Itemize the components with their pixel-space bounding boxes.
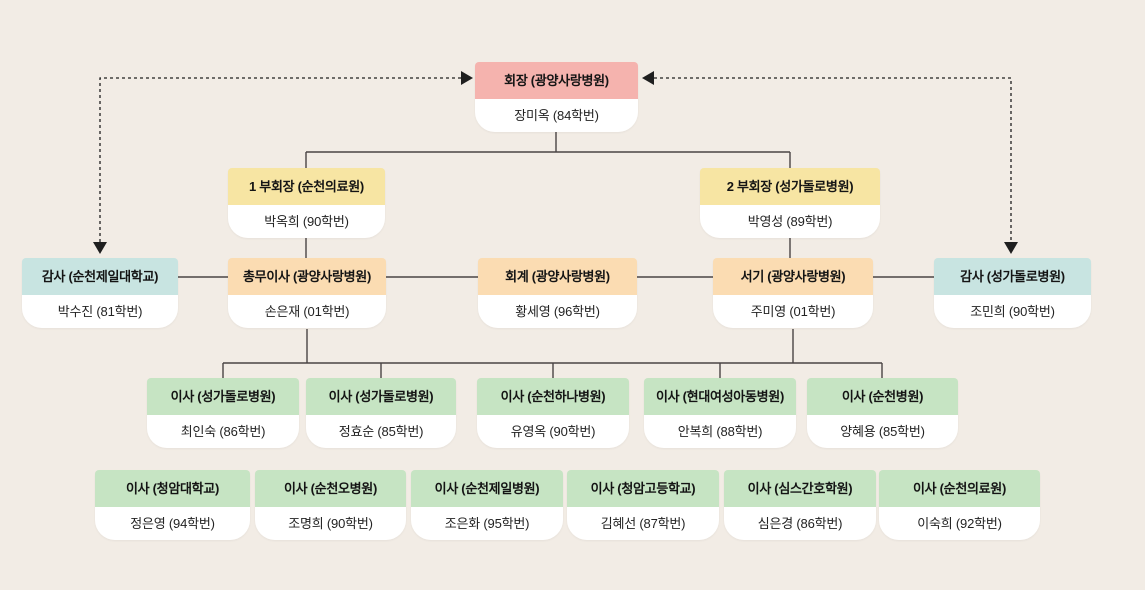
- node-title: 이사 (순천하나병원): [477, 378, 629, 415]
- dashed-arrow-to-chairman-right: [642, 71, 654, 85]
- dashed-arrow-to-auditor-right: [1004, 242, 1018, 254]
- node-member: 박영성 (89학번): [700, 205, 880, 238]
- org-node-director-6: 이사 (청암대학교) 정은영 (94학번): [95, 470, 250, 540]
- node-title: 감사 (순천제일대학교): [22, 258, 178, 295]
- org-node-accounting: 회계 (광양사랑병원) 황세영 (96학번): [478, 258, 637, 328]
- node-title: 총무이사 (광양사랑병원): [228, 258, 386, 295]
- dashed-arrow-to-auditor-left: [93, 242, 107, 254]
- node-title: 이사 (현대여성아동병원): [644, 378, 796, 415]
- node-member: 조명희 (90학번): [255, 507, 406, 540]
- node-member: 주미영 (01학번): [713, 295, 873, 328]
- node-title: 회계 (광양사랑병원): [478, 258, 637, 295]
- node-title: 2 부회장 (성가돌로병원): [700, 168, 880, 205]
- node-title: 이사 (순천의료원): [879, 470, 1040, 507]
- node-member: 조민희 (90학번): [934, 295, 1091, 328]
- node-member: 안복희 (88학번): [644, 415, 796, 448]
- node-member: 박수진 (81학번): [22, 295, 178, 328]
- org-node-auditor-left: 감사 (순천제일대학교) 박수진 (81학번): [22, 258, 178, 328]
- org-node-director-10: 이사 (심스간호학원) 심은경 (86학번): [724, 470, 876, 540]
- node-member: 이숙희 (92학번): [879, 507, 1040, 540]
- node-title: 이사 (청암대학교): [95, 470, 250, 507]
- node-title: 1 부회장 (순천의료원): [228, 168, 385, 205]
- node-member: 정효순 (85학번): [306, 415, 456, 448]
- org-node-director-4: 이사 (현대여성아동병원) 안복희 (88학번): [644, 378, 796, 448]
- org-node-director-5: 이사 (순천병원) 양혜용 (85학번): [807, 378, 958, 448]
- org-node-director-8: 이사 (순천제일병원) 조은화 (95학번): [411, 470, 563, 540]
- node-title: 이사 (순천제일병원): [411, 470, 563, 507]
- node-title: 서기 (광양사랑병원): [713, 258, 873, 295]
- node-member: 박옥희 (90학번): [228, 205, 385, 238]
- node-title: 회장 (광양사랑병원): [475, 62, 638, 99]
- node-title: 이사 (성가돌로병원): [306, 378, 456, 415]
- node-title: 이사 (심스간호학원): [724, 470, 876, 507]
- node-member: 조은화 (95학번): [411, 507, 563, 540]
- org-node-general-affairs: 총무이사 (광양사랑병원) 손은재 (01학번): [228, 258, 386, 328]
- org-node-chairman: 회장 (광양사랑병원) 장미옥 (84학번): [475, 62, 638, 132]
- node-title: 이사 (성가돌로병원): [147, 378, 299, 415]
- node-member: 김혜선 (87학번): [567, 507, 719, 540]
- node-member: 최인숙 (86학번): [147, 415, 299, 448]
- org-node-director-11: 이사 (순천의료원) 이숙희 (92학번): [879, 470, 1040, 540]
- node-title: 이사 (순천오병원): [255, 470, 406, 507]
- org-node-director-1: 이사 (성가돌로병원) 최인숙 (86학번): [147, 378, 299, 448]
- dashed-connectors: [99, 77, 1012, 242]
- org-node-auditor-right: 감사 (성가돌로병원) 조민희 (90학번): [934, 258, 1091, 328]
- org-node-vice-chairman-1: 1 부회장 (순천의료원) 박옥희 (90학번): [228, 168, 385, 238]
- node-member: 유영옥 (90학번): [477, 415, 629, 448]
- org-node-vice-chairman-2: 2 부회장 (성가돌로병원) 박영성 (89학번): [700, 168, 880, 238]
- node-member: 장미옥 (84학번): [475, 99, 638, 132]
- org-node-secretary: 서기 (광양사랑병원) 주미영 (01학번): [713, 258, 873, 328]
- dashed-arrow-to-chairman-left: [461, 71, 473, 85]
- node-title: 감사 (성가돌로병원): [934, 258, 1091, 295]
- solid-connectors: [178, 131, 934, 378]
- node-member: 정은영 (94학번): [95, 507, 250, 540]
- org-node-director-3: 이사 (순천하나병원) 유영옥 (90학번): [477, 378, 629, 448]
- node-title: 이사 (순천병원): [807, 378, 958, 415]
- org-node-director-7: 이사 (순천오병원) 조명희 (90학번): [255, 470, 406, 540]
- node-member: 심은경 (86학번): [724, 507, 876, 540]
- node-title: 이사 (청암고등학교): [567, 470, 719, 507]
- org-node-director-2: 이사 (성가돌로병원) 정효순 (85학번): [306, 378, 456, 448]
- node-member: 양혜용 (85학번): [807, 415, 958, 448]
- node-member: 황세영 (96학번): [478, 295, 637, 328]
- node-member: 손은재 (01학번): [228, 295, 386, 328]
- org-node-director-9: 이사 (청암고등학교) 김혜선 (87학번): [567, 470, 719, 540]
